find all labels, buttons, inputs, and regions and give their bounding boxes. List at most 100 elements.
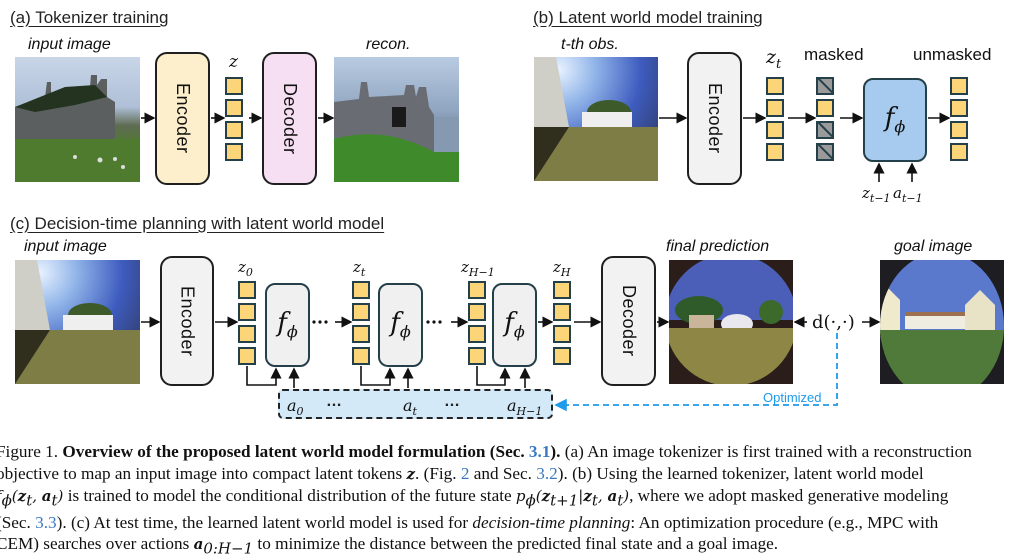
panel-a-recon-label: recon. [366,36,411,53]
action-aH-1: aH−1 [507,396,543,419]
ref-sec-3-3[interactable]: 3.3 [35,512,57,532]
ref-fig-2[interactable]: 2 [460,463,470,483]
f-phi-label: fϕ [884,103,906,137]
latent-token [468,325,486,343]
masked-token [816,77,834,95]
latent-token [238,303,256,321]
encoder-label: Encoder [173,83,193,154]
action-a0: a0 [287,396,304,419]
f-phi-label: fϕ [277,308,298,342]
latent-zt-label: zt [353,258,366,279]
ref-sec-3-1[interactable]: 3.1 [528,442,551,461]
figure-caption: Figure 1. Overview of the proposed laten… [0,441,1024,560]
planning-input-image [15,260,140,384]
optimized-feedback-arrow [554,333,838,412]
goal-image-label: goal image [894,238,973,255]
f-phi-label: fϕ [504,308,525,342]
panel-b-obs-label: t-th obs. [561,36,619,53]
encoder-label: Encoder [705,83,725,154]
action-ellipsis: … [444,393,460,410]
latent-token [950,99,968,117]
panel-c-world-model-block-0: fϕ [265,283,310,367]
latent-zH-1-label: zH−1 [461,258,495,279]
panel-c-input-label: input image [24,238,107,255]
panel-a-encoder-block: Encoder [155,52,210,185]
panel-b-title: (b) Latent world model training [533,8,763,27]
masked-token [816,121,834,139]
caption-line-5: CEM) searches over actions a0:H−1 to min… [0,534,779,558]
caption-line-1: Figure 1. Overview of the proposed laten… [0,441,1024,463]
latent-token [352,281,370,299]
latent-token [950,143,968,161]
latent-z0-label: z0 [238,258,253,279]
decoder-label: Decoder [619,285,639,357]
caption-line-3: fϕ(zt, at) is trained to model the condi… [0,486,949,510]
fisheye-yard-scene [880,260,1004,384]
latent-token [468,281,486,299]
latent-token [238,281,256,299]
masked-label: masked [804,45,864,64]
latent-token [238,325,256,343]
figure-label: Figure 1. [0,442,59,461]
panel-a-input-label: input image [28,36,111,53]
panel-a-decoder-block: Decoder [262,52,317,185]
panel-c-world-model-block-t: fϕ [378,283,423,367]
latent-token [225,143,243,161]
castle-recon-image [334,57,459,182]
caption-bold-title: Overview of the proposed latent world mo… [62,442,561,461]
latent-token [225,99,243,117]
panel-c-decoder-block: Decoder [601,256,656,386]
panel-a-title: (a) Tokenizer training [10,8,169,27]
ref-sec-3-2[interactable]: 3.2 [536,463,558,483]
latent-token [816,99,834,117]
final-prediction-image [669,260,793,384]
castle-silhouette [334,82,459,182]
action-sequence-band[interactable] [278,389,553,419]
latent-token [553,325,571,343]
latent-token [468,347,486,365]
cond-z-prev-label: zt−1 [862,184,891,205]
fisheye-yard-scene [669,260,793,384]
latent-zt-label: zt [766,46,782,72]
goal-image [880,260,1004,384]
arrow-layer [141,112,951,412]
latent-token [766,143,784,161]
action-ellipsis: … [326,393,342,410]
optimized-label: Optimized [763,390,822,405]
latent-token [553,347,571,365]
arrow [476,366,511,386]
latent-token [352,303,370,321]
action-at: at [403,396,417,419]
latent-token [950,77,968,95]
panel-c-encoder-block: Encoder [160,256,214,386]
latent-token [238,347,256,365]
f-phi-label: fϕ [390,308,411,342]
cond-a-prev-label: at−1 [893,184,923,205]
latent-token [352,325,370,343]
latent-zH-label: zH [553,258,571,279]
distance-function-label: d(·,·) [812,312,855,333]
unmasked-label: unmasked [913,45,992,64]
yard-scene [534,57,658,181]
latent-token [352,347,370,365]
arrow [246,366,282,386]
decoder-label: Decoder [280,82,300,155]
yard-scene [15,260,140,384]
castle-input-image [15,57,140,182]
latent-token [225,77,243,95]
panel-c-world-model-block-H-1: fϕ [492,283,537,367]
castle-silhouette [15,75,140,182]
latent-z-label: z [229,52,238,72]
latent-token [766,77,784,95]
dots-connector [312,320,442,324]
encoder-label: Encoder [177,285,198,357]
panel-b-encoder-block: Encoder [687,52,742,185]
masked-token [816,143,834,161]
latent-token [225,121,243,139]
latent-token [766,99,784,117]
latent-token [468,303,486,321]
caption-line-4: (Sec. 3.3). (c) At test time, the learne… [0,512,939,532]
panel-c-title: (c) Decision-time planning with latent w… [10,214,385,233]
latent-token [553,281,571,299]
panel-b-world-model-block: fϕ [863,78,927,162]
